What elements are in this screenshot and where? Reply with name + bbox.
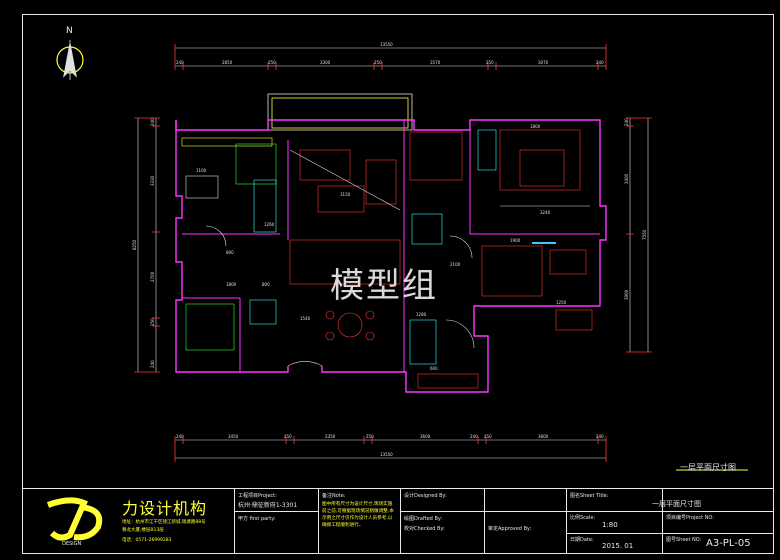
approved-by-label: 审定Approved By:	[488, 526, 532, 532]
drafted-by-label: 绘图Drafted By:	[404, 516, 443, 522]
scale-label: 比例Scale:	[570, 515, 596, 521]
project-no-label: 项目编号Project NO:	[666, 515, 714, 521]
notes-label: 备注Note:	[322, 493, 346, 499]
dim-left-seg: 2700	[150, 271, 155, 282]
dim-right-total: 7550	[642, 229, 647, 240]
checked-by-label: 校对Checked By:	[404, 526, 445, 532]
dim-top-seg: 240	[176, 60, 184, 65]
interior-dim: 1800	[226, 282, 237, 287]
dim-top-seg: 3300	[320, 60, 331, 65]
dim-top-seg: 240	[596, 60, 604, 65]
interior-dim: 1250	[556, 300, 567, 305]
project-label: 工程项目Project:	[238, 493, 277, 499]
scale-value: 1:80	[602, 521, 618, 529]
sheet-title-value: 一层平面尺寸图	[652, 500, 701, 508]
phone: 电话：0571-26999283	[122, 538, 172, 543]
dim-top-seg: 2850	[222, 60, 233, 65]
dim-bottom-seg: 250	[284, 434, 292, 439]
dimension-ticks	[134, 44, 652, 462]
dim-top-seg: 3070	[538, 60, 549, 65]
dim-top-total: 13550	[380, 42, 393, 47]
dim-bottom-seg: 3450	[228, 434, 239, 439]
interior-dim: 600	[430, 366, 438, 371]
logo-text: DESIGN	[62, 541, 82, 547]
dimension-lines	[137, 47, 649, 459]
notes-text: 图中所有尺寸为设计尺寸,现场实施前之前,可根据现场情况稍做调整,本示例之尺寸仅作…	[322, 502, 394, 528]
project-value: 杭州·鼎征新府1-3301	[238, 502, 298, 509]
client-label: 甲方 first party:	[238, 516, 276, 522]
dim-left-seg: 240	[150, 360, 155, 368]
dim-bottom-seg: 250	[484, 434, 492, 439]
sheet-tag: 一层平面尺寸图	[680, 463, 736, 472]
north-arrow-icon	[56, 40, 84, 80]
interior-dim: 2100	[450, 262, 461, 267]
interior-dim: 1100	[196, 168, 207, 173]
dim-top-seg: 250	[374, 60, 382, 65]
interior-dim: 1900	[510, 238, 521, 243]
dim-right-seg: 3400	[624, 173, 629, 184]
brand-name: 力设计机构	[122, 499, 208, 518]
dim-bottom-seg: 240	[470, 434, 478, 439]
sheet-no-value: A3-PL-05	[706, 538, 751, 549]
dim-bottom-seg: 3600	[538, 434, 549, 439]
dim-top-seg: 250	[268, 60, 276, 65]
sheet-no-label: 图号Sheet NO:	[666, 537, 702, 543]
dim-top-seg: 3570	[430, 60, 441, 65]
accent-strip	[532, 242, 556, 244]
interior-dim: 1260	[264, 222, 275, 227]
interior-dim: 1540	[300, 316, 311, 321]
doors	[205, 225, 475, 367]
interior-dim: 800	[226, 250, 234, 255]
dim-bottom-seg: 250	[366, 434, 374, 439]
sheet-title-label: 图名Sheet Title:	[570, 493, 609, 499]
dim-left-seg: 250	[150, 318, 155, 326]
design-logo-icon	[46, 497, 103, 541]
interior-dim: 1280	[416, 312, 427, 317]
drawing-frame	[22, 14, 774, 554]
dim-bottom-seg: 240	[176, 434, 184, 439]
dim-bottom-seg: 3600	[420, 434, 431, 439]
dim-bottom-seg: 2350	[325, 434, 336, 439]
interior-dim: 1800	[530, 124, 541, 129]
dim-left-seg: 240	[150, 118, 155, 126]
furniture	[181, 129, 593, 389]
interior-dim: 3240	[540, 210, 551, 215]
exterior-walls	[175, 119, 607, 393]
address-line-2: 尊龙大厦,楼层B13层	[122, 528, 164, 533]
dim-left-total: 8250	[132, 239, 137, 250]
interior-dim: 3150	[340, 192, 351, 197]
address-line-1: 地址：杭州市江干区钱江新城,钱塘路88号	[122, 520, 206, 525]
north-label: N	[66, 26, 73, 36]
date-value: 2015. 01	[602, 542, 634, 550]
title-block: DESIGN 力设计机构 地址：杭州市江干区钱江新城,钱塘路88号 尊龙大厦,楼…	[22, 488, 774, 554]
dim-right-seg: 3900	[624, 289, 629, 300]
dim-right-seg: 240	[624, 118, 629, 126]
interior-dim: 800	[262, 282, 270, 287]
dim-left-seg: 3330	[150, 175, 155, 186]
dim-bottom-total: 13550	[380, 452, 393, 457]
dim-bottom-seg: 240	[596, 434, 604, 439]
designed-by-label: 设计Designed By:	[404, 493, 447, 499]
date-label: 日期Date:	[570, 537, 594, 543]
watermark: 模型组	[330, 266, 438, 306]
dim-top-seg: 250	[486, 60, 494, 65]
balcony	[267, 93, 413, 131]
